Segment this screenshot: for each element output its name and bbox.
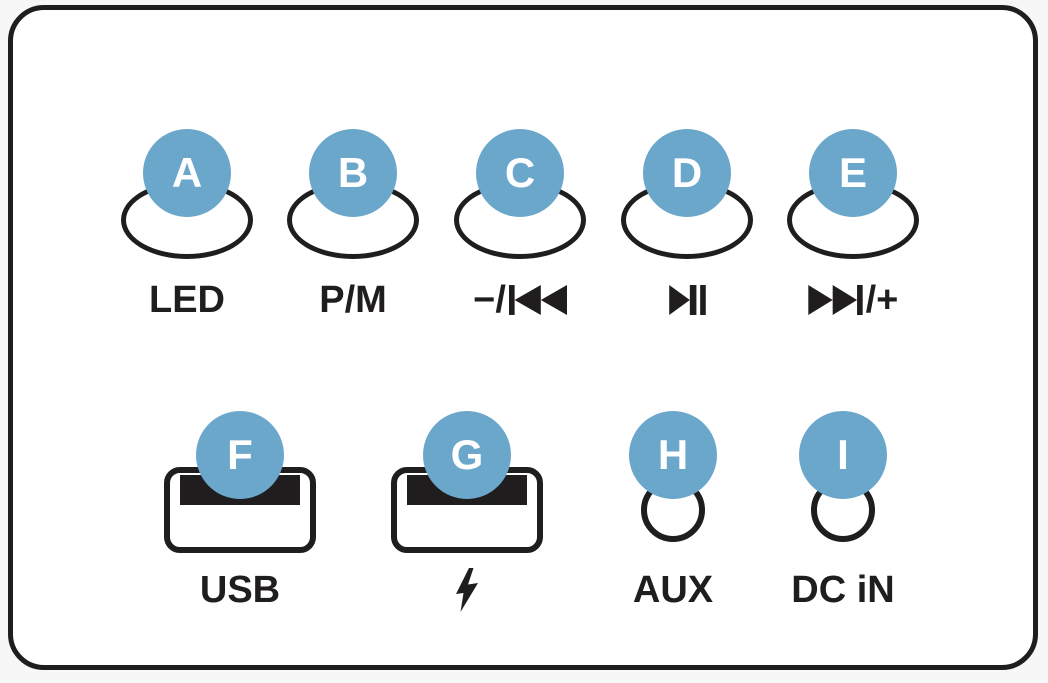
slash-plus-text: /+ xyxy=(865,279,899,321)
badge-letter: E xyxy=(838,149,867,196)
device-panel-outline xyxy=(8,5,1038,670)
callout-badge-i: I xyxy=(799,411,887,499)
control-play-pause-button: D xyxy=(602,128,772,358)
callout-badge-d: D xyxy=(643,129,731,217)
control-label-led: LED xyxy=(149,279,225,321)
callout-badge-h: H xyxy=(629,411,717,499)
badge-letter: F xyxy=(227,431,253,478)
control-led-button: A LED xyxy=(102,128,272,358)
minus-slash-text: −/ xyxy=(473,279,506,321)
callout-badge-c: C xyxy=(476,129,564,217)
control-pm-button: B P/M xyxy=(268,128,438,358)
badge-letter: C xyxy=(504,149,536,196)
next-track-icon xyxy=(807,285,863,315)
callout-badge-e: E xyxy=(809,129,897,217)
control-label-charge xyxy=(382,568,552,612)
control-usb-port: F USB xyxy=(155,405,325,635)
badge-letter: D xyxy=(671,149,703,196)
badge-letter: A xyxy=(171,149,203,196)
badge-letter: B xyxy=(337,149,369,196)
control-label-pm: P/M xyxy=(319,279,387,321)
control-next-plus-button: E /+ xyxy=(768,128,938,358)
control-aux-port: H AUX xyxy=(588,405,758,635)
callout-badge-g: G xyxy=(423,411,511,499)
control-label-play-pause xyxy=(602,278,772,322)
badge-letter: I xyxy=(837,431,849,478)
control-label-dc-in: DC iN xyxy=(791,569,895,611)
control-prev-minus-button: C −/ xyxy=(435,128,605,358)
control-dc-in-port: I DC iN xyxy=(758,405,928,635)
control-label-usb: USB xyxy=(199,569,281,611)
badge-letter: G xyxy=(450,431,484,478)
control-charge-usb-port: G xyxy=(382,405,552,635)
control-label-aux: AUX xyxy=(632,569,714,611)
callout-badge-b: B xyxy=(309,129,397,217)
control-label-prev-minus: −/ xyxy=(435,278,605,322)
control-label-next-plus: /+ xyxy=(768,278,938,322)
previous-track-icon xyxy=(508,285,567,315)
callout-badge-a: A xyxy=(143,129,231,217)
callout-badge-f: F xyxy=(196,411,284,499)
lightning-icon xyxy=(456,568,478,612)
badge-letter: H xyxy=(657,431,689,478)
play-pause-icon xyxy=(668,285,706,315)
